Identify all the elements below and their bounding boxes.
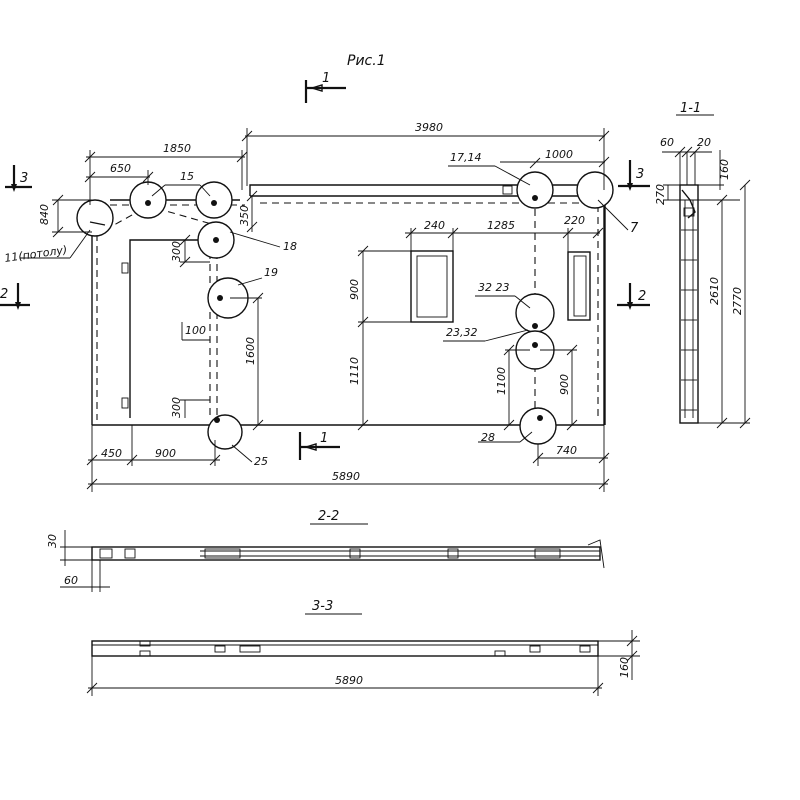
section-mark-1-top: 1	[304, 71, 346, 103]
callout-28: 28	[478, 431, 533, 444]
callout-7: 7	[597, 199, 639, 236]
svg-text:5890: 5890	[332, 470, 360, 483]
svg-text:60: 60	[64, 574, 78, 587]
svg-text:23,32: 23,32	[446, 326, 478, 339]
dim-650: 650	[84, 162, 154, 185]
svg-text:300: 300	[170, 397, 183, 418]
svg-text:100: 100	[185, 324, 206, 337]
section-mark-1-bottom: 1	[298, 431, 340, 460]
dim-1110: 1110	[348, 322, 369, 431]
svg-text:2770: 2770	[731, 287, 744, 315]
dim-300-upper: 300	[170, 234, 210, 268]
callout-17-14: 17,14	[448, 151, 531, 195]
dim-1850: 1850	[84, 142, 248, 205]
svg-text:900: 900	[558, 374, 571, 395]
section-3-3: 3-3 160 5890	[86, 599, 640, 696]
svg-text:25: 25	[254, 455, 268, 468]
svg-text:1: 1	[322, 71, 330, 86]
svg-text:20: 20	[697, 136, 711, 149]
svg-text:900: 900	[155, 447, 176, 460]
svg-text:32 23: 32 23	[478, 281, 510, 294]
callout-19: 19	[237, 266, 278, 286]
dim-1000: 1000	[500, 148, 610, 169]
svg-text:350: 350	[238, 205, 251, 226]
dim-100: 100	[181, 322, 210, 341]
dim-1100: 1100	[495, 344, 530, 431]
window-opening	[410, 250, 454, 323]
dim-450-900: 450 900	[86, 425, 221, 468]
svg-text:11(потолу): 11(потолу)	[4, 243, 68, 265]
dim-3980: 3980	[241, 121, 610, 190]
svg-text:2610: 2610	[708, 277, 721, 305]
svg-text:1600: 1600	[244, 337, 257, 365]
svg-text:18: 18	[283, 240, 297, 253]
svg-text:1100: 1100	[495, 367, 508, 395]
svg-text:60: 60	[660, 136, 674, 149]
insert-circles	[76, 171, 614, 450]
dim-300-lower: 300	[170, 397, 210, 418]
svg-text:5890: 5890	[335, 674, 363, 687]
svg-text:270: 270	[654, 184, 667, 205]
callout-11: 11(потолу)	[4, 229, 91, 265]
section-mark-3-left: 3	[5, 165, 32, 192]
section-mark-3-right: 3	[618, 160, 650, 191]
svg-text:2-2: 2-2	[318, 509, 339, 524]
svg-text:3: 3	[20, 171, 28, 186]
svg-text:3980: 3980	[415, 121, 443, 134]
svg-text:17,14: 17,14	[450, 151, 482, 164]
svg-text:900: 900	[348, 279, 361, 300]
dim-840: 840	[38, 194, 92, 238]
svg-text:15: 15	[180, 170, 194, 183]
svg-text:3: 3	[636, 167, 644, 182]
svg-text:7: 7	[630, 221, 639, 236]
svg-text:840: 840	[38, 204, 51, 225]
dim-1600: 1600	[230, 292, 264, 431]
svg-text:220: 220	[564, 214, 585, 227]
callout-15: 15	[151, 170, 211, 197]
dim-740: 740	[532, 425, 610, 466]
svg-text:1000: 1000	[545, 148, 573, 161]
svg-text:160: 160	[618, 657, 631, 678]
dim-5890-main: 5890	[86, 466, 610, 492]
callout-18: 18	[229, 231, 297, 253]
svg-text:160: 160	[718, 159, 731, 180]
svg-text:30: 30	[46, 534, 59, 548]
svg-text:2: 2	[0, 287, 8, 302]
right-recess	[567, 251, 591, 321]
dim-350: 350	[238, 190, 258, 233]
svg-text:1285: 1285	[487, 219, 515, 232]
svg-text:19: 19	[264, 266, 278, 279]
svg-text:650: 650	[110, 162, 131, 175]
svg-text:450: 450	[101, 447, 122, 460]
callout-32-23: 32 23	[475, 281, 531, 309]
svg-text:300: 300	[170, 241, 183, 262]
section-mark-2-left: 2	[0, 283, 30, 310]
svg-text:2: 2	[638, 289, 646, 304]
section-mark-2-right: 2	[617, 283, 650, 310]
figure-title: Рис.1	[347, 53, 386, 69]
svg-text:240: 240	[424, 219, 445, 232]
svg-text:740: 740	[556, 444, 577, 457]
section-1-1: 1-1 60 20 160 270 2610	[654, 101, 751, 429]
dim-900-window: 900	[348, 245, 411, 328]
svg-text:28: 28	[481, 431, 495, 444]
dim-240-1285-220: 240 1285 220	[405, 214, 604, 252]
svg-text:1850: 1850	[163, 142, 191, 155]
callout-23-32: 23,32	[443, 326, 529, 342]
callout-25: 25	[231, 444, 268, 468]
svg-text:1110: 1110	[348, 357, 361, 385]
svg-text:3-3: 3-3	[312, 599, 333, 614]
door-opening	[121, 239, 218, 418]
section-2-2: 2-2 30 60	[46, 509, 605, 592]
svg-text:1-1: 1-1	[680, 101, 701, 116]
dim-900-right: 900	[540, 344, 578, 431]
svg-text:1: 1	[320, 431, 328, 446]
